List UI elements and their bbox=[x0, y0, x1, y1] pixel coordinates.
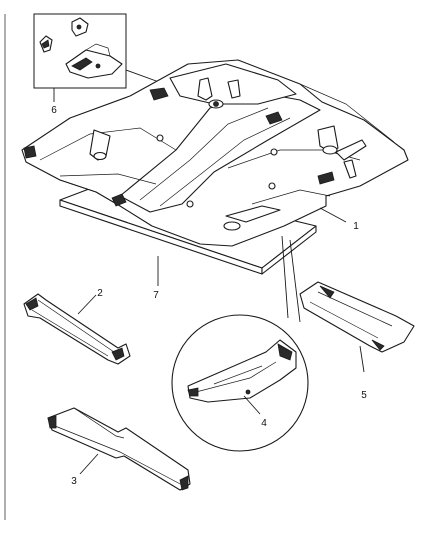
crossmember-2 bbox=[23, 293, 131, 365]
callout-4: 4 bbox=[261, 418, 267, 429]
leader-5 bbox=[359, 345, 365, 373]
leader-4 bbox=[243, 395, 261, 415]
floor-pan-1 bbox=[21, 59, 409, 247]
magnifier-line-a bbox=[281, 235, 289, 319]
leader-2 bbox=[77, 294, 97, 315]
crossmember-4-body bbox=[187, 339, 297, 403]
crossmember-3-body bbox=[47, 407, 191, 491]
magnifier-line-b bbox=[289, 239, 301, 323]
cross-brace-5 bbox=[299, 281, 415, 353]
detail-circle-4 bbox=[171, 314, 309, 452]
callout-1: 1 bbox=[353, 221, 359, 232]
floor-slot-front bbox=[225, 205, 281, 223]
crossmember-3 bbox=[47, 407, 191, 491]
leader-3 bbox=[79, 453, 99, 475]
callout-3: 3 bbox=[71, 476, 77, 487]
crossmember-2-body bbox=[23, 293, 131, 365]
callout-5: 5 bbox=[361, 390, 367, 401]
callout-2: 2 bbox=[97, 288, 103, 299]
callout-7: 7 bbox=[153, 290, 159, 301]
bracket-large bbox=[65, 49, 123, 79]
floor-slot-rear bbox=[197, 77, 213, 101]
cross-brace-5-body bbox=[299, 281, 415, 353]
leader-1 bbox=[319, 207, 347, 223]
callout-6: 6 bbox=[51, 105, 57, 116]
brackets-inset-6 bbox=[33, 13, 127, 89]
